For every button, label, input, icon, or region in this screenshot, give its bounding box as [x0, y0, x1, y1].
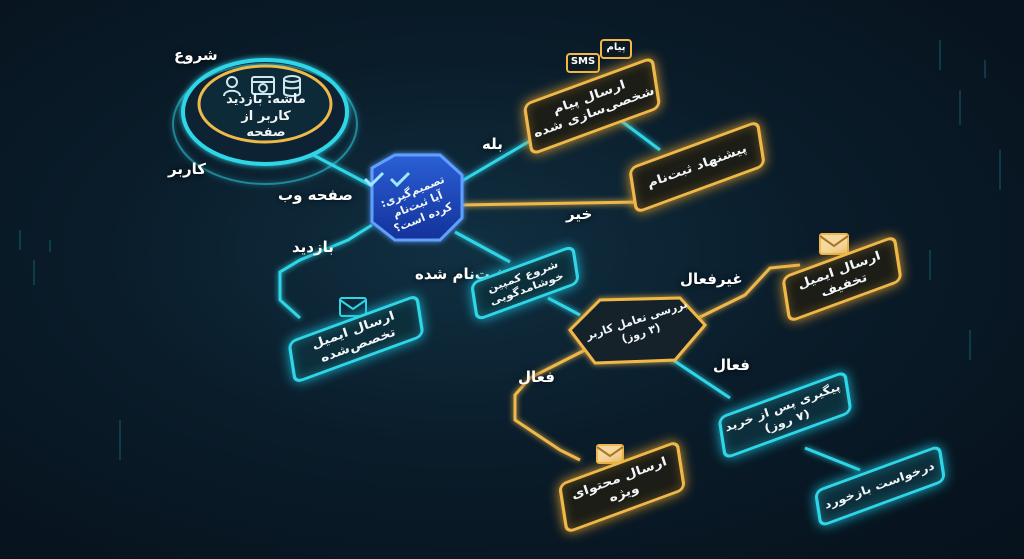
label-start: شروع — [174, 46, 218, 64]
connector-welcome-engagement — [547, 296, 581, 317]
sms-bubble-icon — [566, 53, 600, 73]
connector-engagement-active — [669, 356, 731, 400]
label-active-right: فعال — [713, 356, 750, 374]
label-yes: بله — [482, 135, 503, 153]
browser-icon — [251, 76, 275, 95]
envelope-icon — [595, 443, 625, 465]
engagement-node-shape — [568, 296, 708, 365]
label-website: صفحه وب — [278, 186, 353, 204]
label-no: خیر — [566, 205, 593, 223]
user-icon — [223, 76, 241, 97]
start-node-ring — [172, 58, 358, 185]
connector-decision-no — [461, 200, 641, 207]
message-bubble-icon — [600, 39, 632, 59]
checkmark-icon — [389, 171, 411, 188]
background-data-streaks — [19, 40, 1001, 460]
label-visit: بازدید — [292, 238, 334, 256]
decision-node-shape — [370, 153, 464, 242]
connector-engagement-active-left — [513, 348, 586, 462]
label-active-left: فعال — [518, 368, 555, 386]
connector-decision-visit — [278, 223, 373, 320]
connector-postpurchase-feedback — [804, 446, 861, 472]
label-user: کاربر — [168, 160, 206, 178]
connector-engagement-inactive — [689, 263, 801, 324]
start-node[interactable]: ماشه: بازدید کاربر از صفحه — [222, 92, 310, 141]
connectors-gold — [461, 200, 801, 462]
start-node-text: ماشه: بازدید کاربر از صفحه — [226, 91, 306, 141]
connector-decision-registered — [454, 230, 511, 264]
checkmark-icons — [363, 170, 423, 188]
database-icon — [283, 75, 301, 97]
checkmark-icon — [363, 171, 385, 188]
start-icons — [222, 74, 312, 98]
message-badge: پیام — [606, 42, 626, 53]
label-inactive: غیرفعال — [680, 270, 743, 288]
message-bubbles — [565, 38, 635, 78]
envelope-icon — [338, 296, 368, 318]
connector-message-offer — [619, 118, 661, 152]
sms-badge: SMS — [570, 56, 596, 67]
envelope-icon — [818, 232, 850, 256]
